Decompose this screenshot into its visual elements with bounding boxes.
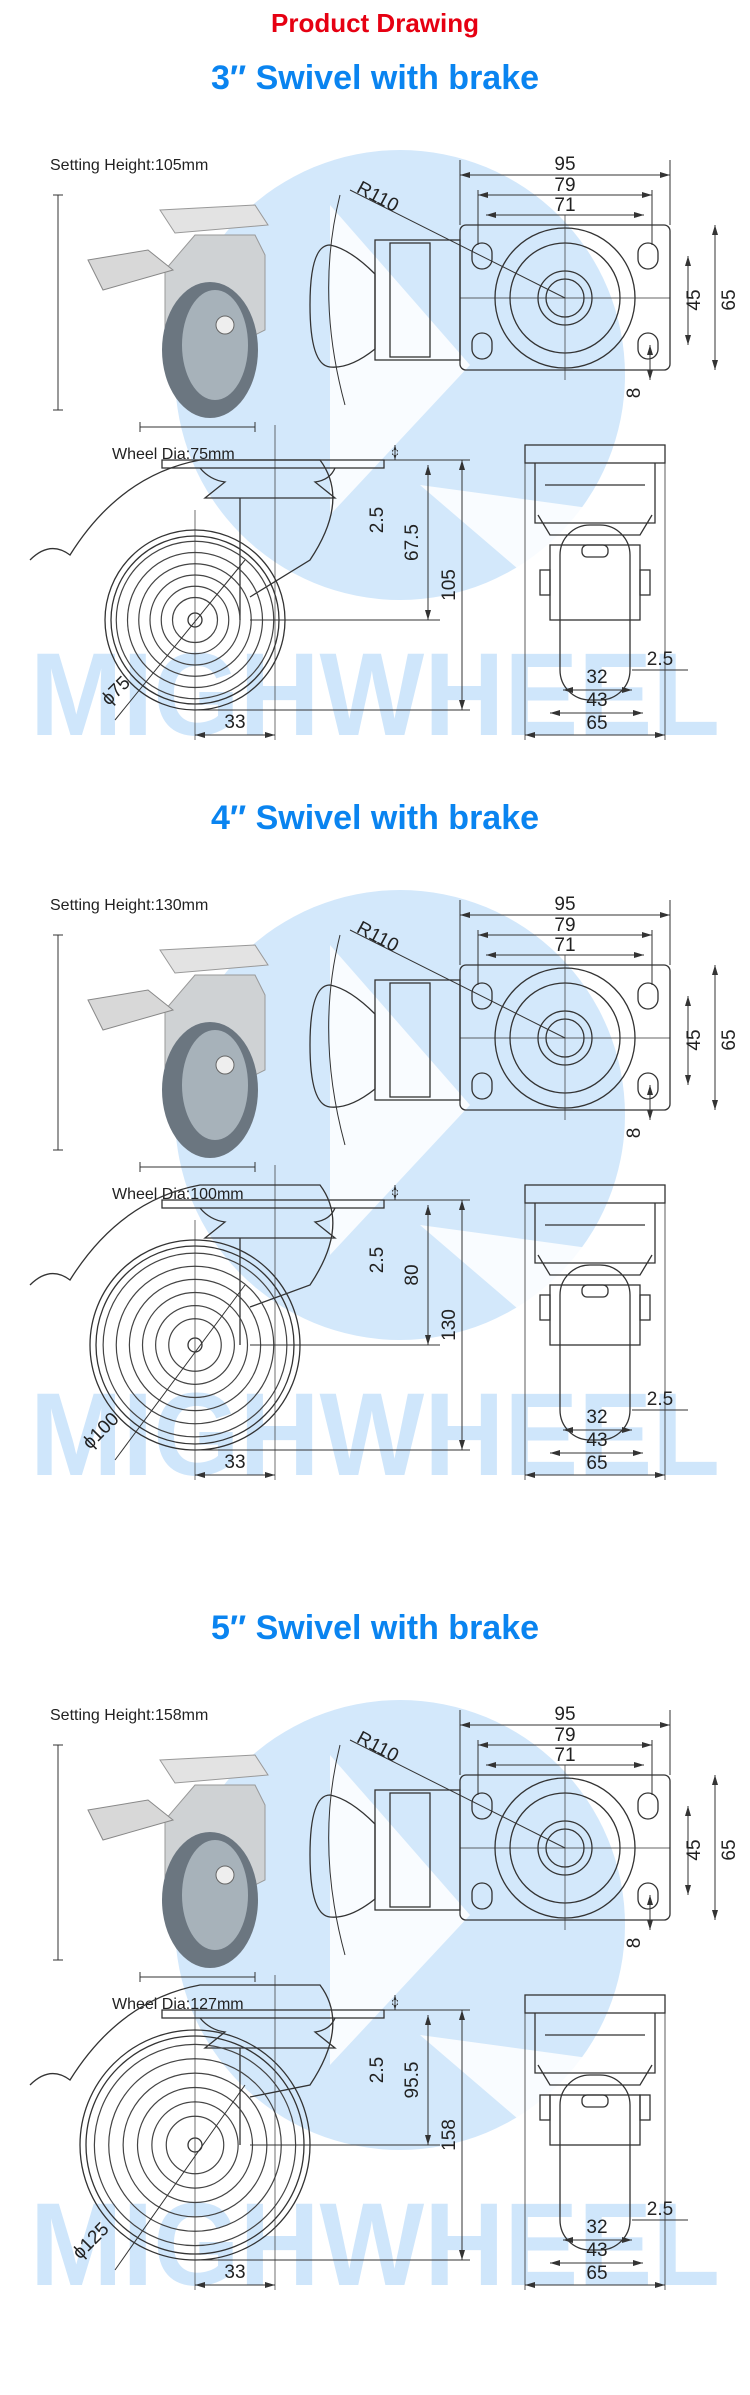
top-view <box>309 929 671 1146</box>
setting-height-dim <box>53 1744 63 1961</box>
dim-plate-2-5: 2.5 <box>367 1247 388 1273</box>
technical-drawing: MIGHWHEEL Setting Height:105mm Wheel Dia… <box>29 150 740 761</box>
dim-front-32: 32 <box>586 2217 607 2238</box>
section-title: 3″ Swivel with brake <box>210 59 540 97</box>
dim-height-65: 65 <box>719 1029 740 1050</box>
dim-plate-2-5: 2.5 <box>367 507 388 533</box>
side-view-dimensions <box>195 1995 470 2288</box>
dim-height-total: 105 <box>439 569 460 601</box>
front-view <box>524 1184 666 1480</box>
front-view <box>524 1994 666 2290</box>
dim-height-total: 130 <box>439 1309 460 1341</box>
dim-height-45: 45 <box>684 1029 705 1050</box>
wheel-dia-label: Wheel Dia:127mm <box>112 1996 244 2013</box>
dim-front-32: 32 <box>586 667 607 688</box>
top-view-dimensions <box>459 1710 718 1930</box>
section-4in-swivel-brake: 4″ Swivel with brake MIGHWHEEL Setting H… <box>0 785 750 1585</box>
dim-height-65: 65 <box>719 289 740 310</box>
setting-height-dim <box>53 194 63 411</box>
dim-height-mid: 67.5 <box>402 524 423 561</box>
dim-height-mid: 80 <box>402 1264 423 1285</box>
setting-height-label: Setting Height:105mm <box>50 157 208 174</box>
dim-front-2-5: 2.5 <box>647 1389 673 1410</box>
logo-watermark: MIGHWHEEL <box>30 890 720 1501</box>
top-view <box>309 189 671 406</box>
logo-watermark: MIGHWHEEL <box>30 1700 720 2311</box>
dim-offset-8: 8 <box>624 388 645 399</box>
dim-width-95: 95 <box>554 154 575 175</box>
watermark-text: MIGHWHEEL <box>30 1369 720 1501</box>
top-view <box>309 1739 671 1956</box>
dim-width-79: 79 <box>554 915 575 936</box>
front-view-dimensions <box>525 1409 688 1478</box>
side-view-dimensions <box>195 1185 470 1478</box>
top-view-dimensions <box>459 900 718 1120</box>
technical-drawing: MIGHWHEEL Setting Height:130mm Wheel Dia… <box>29 890 740 1501</box>
wheel-dia-label: Wheel Dia:100mm <box>112 1186 244 1203</box>
setting-height-label: Setting Height:158mm <box>50 1707 208 1724</box>
dim-swivel-offset-33: 33 <box>224 712 245 733</box>
wheel-dia-label: Wheel Dia:75mm <box>112 446 235 463</box>
wheel-dia-dim <box>139 1162 256 1172</box>
section-5in-swivel-brake: 5″ Swivel with brake MIGHWHEEL Setting H… <box>0 1595 750 2395</box>
dim-width-71: 71 <box>554 1745 575 1766</box>
side-view-dimensions <box>195 445 470 738</box>
dim-offset-8: 8 <box>624 1128 645 1139</box>
technical-drawing: MIGHWHEEL Setting Height:158mm Wheel Dia… <box>29 1700 740 2311</box>
dim-front-43: 43 <box>586 2240 607 2261</box>
dim-front-65: 65 <box>586 1453 607 1474</box>
dim-height-total: 158 <box>439 2119 460 2151</box>
setting-height-dim <box>53 934 63 1151</box>
dim-front-32: 32 <box>586 1407 607 1428</box>
side-view <box>29 1165 385 1480</box>
dim-width-79: 79 <box>554 1725 575 1746</box>
dim-front-65: 65 <box>586 2263 607 2284</box>
section-title: 5″ Swivel with brake <box>210 1609 540 1647</box>
caster-photo <box>87 204 269 418</box>
top-view-dimensions <box>459 160 718 380</box>
dim-plate-2-5: 2.5 <box>367 2057 388 2083</box>
page-title: Product Drawing <box>270 8 479 38</box>
section-title: 4″ Swivel with brake <box>210 799 540 837</box>
dim-front-2-5: 2.5 <box>647 2199 673 2220</box>
setting-height-label: Setting Height:130mm <box>50 897 208 914</box>
dim-height-45: 45 <box>684 289 705 310</box>
front-view-dimensions <box>525 669 688 738</box>
watermark-text: MIGHWHEEL <box>30 2179 720 2311</box>
caster-photo <box>87 1754 269 1968</box>
dim-front-2-5: 2.5 <box>647 649 673 670</box>
caster-photo <box>87 944 269 1158</box>
section-3in-swivel-brake: 3″ Swivel with brake MIGHWHEEL Setting H… <box>0 45 750 845</box>
wheel-dia-dim <box>139 422 256 432</box>
dim-front-43: 43 <box>586 690 607 711</box>
dim-offset-8: 8 <box>624 1938 645 1949</box>
dim-width-71: 71 <box>554 935 575 956</box>
dim-front-65: 65 <box>586 713 607 734</box>
front-view-dimensions <box>525 2219 688 2288</box>
dim-width-95: 95 <box>554 894 575 915</box>
dim-width-95: 95 <box>554 1704 575 1725</box>
dim-width-79: 79 <box>554 175 575 196</box>
dim-height-45: 45 <box>684 1839 705 1860</box>
dim-swivel-offset-33: 33 <box>224 1452 245 1473</box>
dim-front-43: 43 <box>586 1430 607 1451</box>
dim-swivel-offset-33: 33 <box>224 2262 245 2283</box>
dim-height-65: 65 <box>719 1839 740 1860</box>
wheel-dia-dim <box>139 1972 256 1982</box>
front-view <box>524 444 666 740</box>
dim-width-71: 71 <box>554 195 575 216</box>
dim-height-mid: 95.5 <box>402 2062 423 2099</box>
